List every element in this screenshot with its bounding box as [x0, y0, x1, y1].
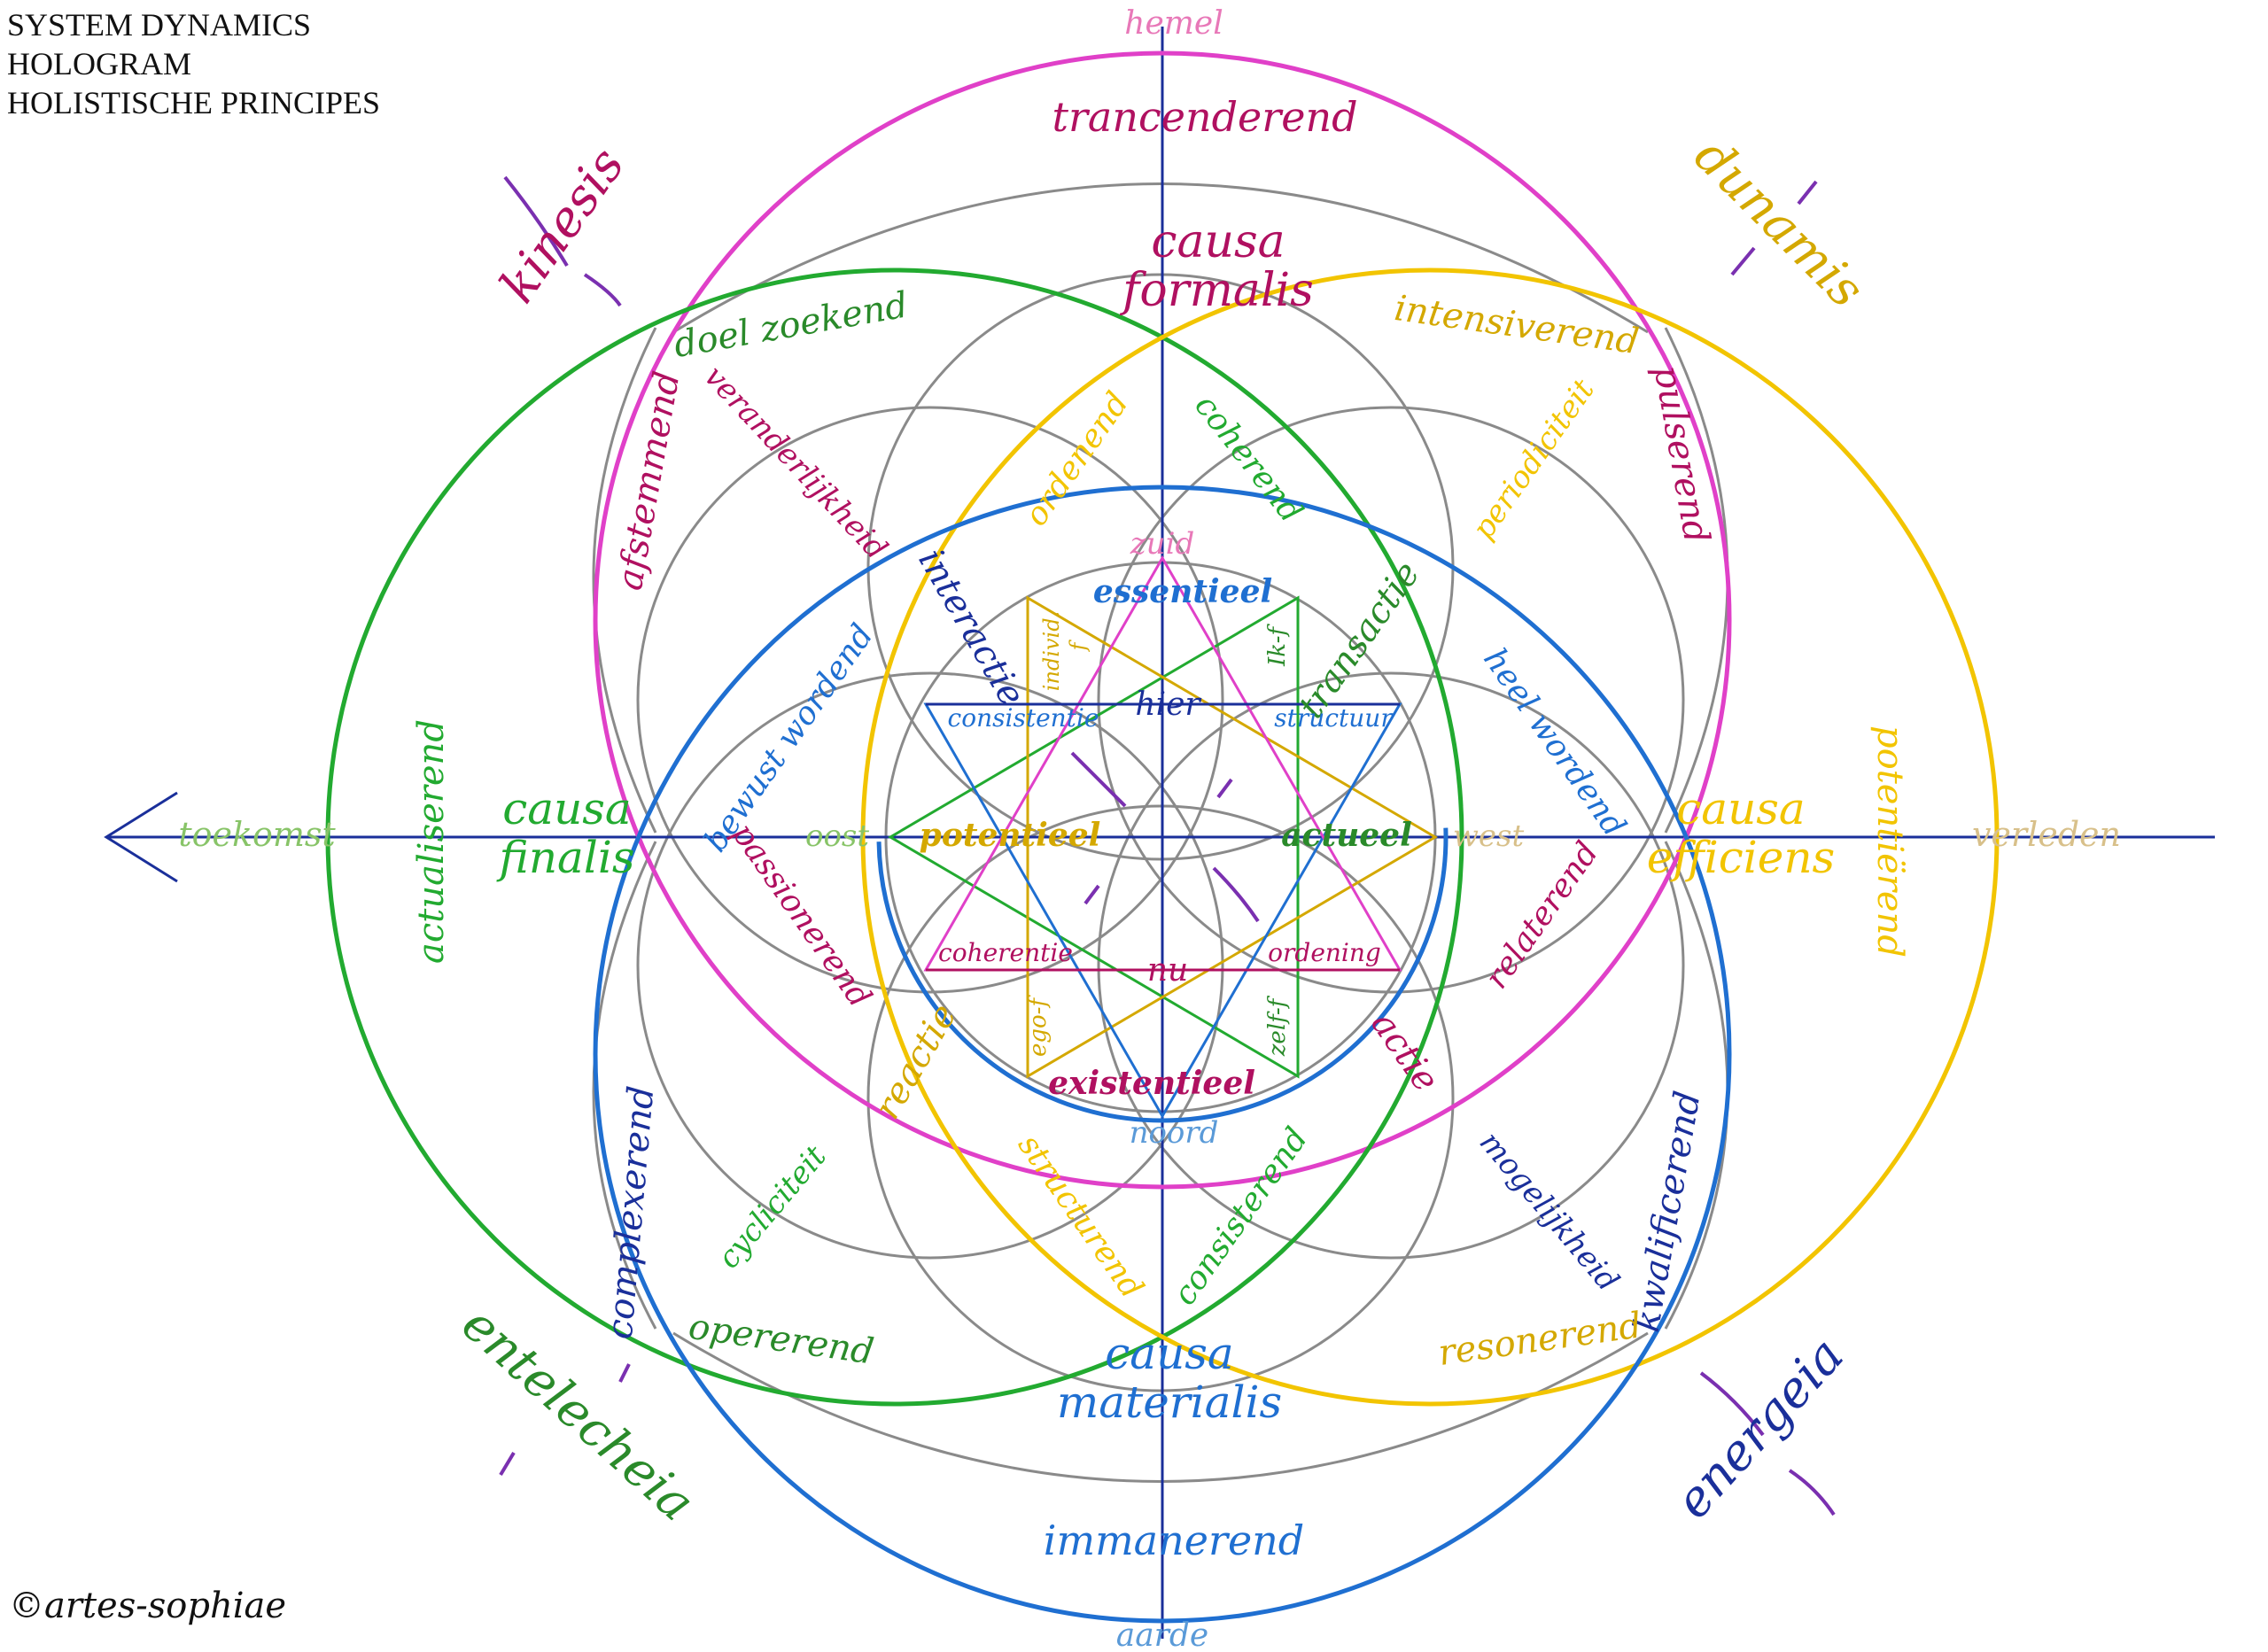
label-coherentie: coherentie — [938, 938, 1073, 967]
label-existentieel: existentieel — [1048, 1065, 1255, 1102]
label-dunamis: dunamis — [1683, 128, 1875, 319]
label-afstemmend: afstemmend — [610, 368, 688, 593]
purple-dashes — [499, 175, 1836, 1516]
label-ego-f: ego-f — [1025, 995, 1052, 1057]
label-resonerend: resonerend — [1436, 1305, 1644, 1374]
blue-inner-circle — [876, 551, 1449, 1123]
dash-dunamis-2 — [1730, 246, 1756, 276]
label-hier: hier — [1135, 686, 1201, 723]
dash-energeia-2 — [1788, 1469, 1836, 1516]
label-causa-materialis-1: causa — [1105, 1328, 1233, 1379]
triangle-green — [888, 595, 1300, 1079]
label-verleden: verleden — [1972, 815, 2121, 854]
title-line-2: HOLOGRAM — [7, 46, 192, 81]
label-potentieel: potentieel — [920, 817, 1101, 854]
label-causa-efficiens-2: efficiens — [1647, 832, 1835, 883]
dash-center-4 — [1084, 884, 1100, 905]
label-coherend: coherend — [1187, 388, 1309, 530]
blue-outer-circle — [593, 485, 1732, 1624]
label-kwalificerend: kwalificerend — [1627, 1088, 1709, 1335]
dash-dunamis-1 — [1797, 180, 1818, 206]
label-oost: oost — [805, 818, 869, 854]
label-consistentie: consistentie — [948, 703, 1099, 733]
label-structuur: structuur — [1274, 703, 1394, 733]
arrow-head-left — [104, 791, 178, 883]
dash-energeia-1 — [1699, 1371, 1765, 1437]
label-causa-formalis-2: formalis — [1119, 264, 1314, 317]
label-interactie: interactie — [910, 542, 1032, 713]
grey-circle-lower-right — [1097, 671, 1685, 1260]
dash-kinesis-1 — [503, 175, 569, 268]
label-ik-f: Ik-f — [1264, 624, 1291, 667]
label-ordening: ordening — [1268, 938, 1381, 967]
grey-arc-left-lower — [592, 841, 657, 1330]
inner-star — [888, 555, 1438, 1120]
grey-circle-lower-left — [636, 671, 1224, 1260]
label-causa-efficiens-1: causa — [1676, 783, 1805, 834]
label-zuid: zuid — [1130, 526, 1194, 562]
magenta-outer-circle — [593, 50, 1732, 1190]
label-ordenend: ordenend — [1018, 385, 1136, 532]
diagram-title-block: SYSTEM DYNAMICS HOLOGRAM HOLISTISCHE PRI… — [7, 5, 380, 122]
label-causa-finalis-1: causa — [502, 783, 631, 834]
label-individ: individ. — [1039, 611, 1064, 691]
label-causa-formalis-1: causa — [1151, 215, 1285, 268]
inner-lens-circles — [876, 551, 1449, 1123]
label-zelf-f: zelf-f — [1264, 995, 1291, 1057]
label-opererend: opererend — [686, 1307, 876, 1373]
grey-circle-upper-right — [1097, 406, 1685, 994]
dash-center-1 — [1070, 751, 1127, 808]
labels: hemel trancenderend causa formalis kines… — [178, 5, 2121, 1652]
grey-arc-left-upper — [592, 327, 657, 834]
label-actualiserend: actualiserend — [411, 719, 452, 964]
label-cycliciteit: cycliciteit — [711, 1139, 833, 1276]
copyright-notice: ©artes-sophiae — [9, 1586, 287, 1626]
label-individ-f: f — [1066, 639, 1091, 652]
label-nu: nu — [1147, 952, 1188, 989]
dash-entelecheia-2 — [499, 1451, 516, 1477]
grey-outer-arc-bottom — [672, 1331, 1649, 1483]
label-structurend: structurend — [1011, 1128, 1150, 1305]
label-potentierend: potentiërend — [1869, 725, 1910, 958]
label-actueel: actueel — [1281, 817, 1412, 854]
title-line-3: HOLISTISCHE PRINCIPES — [7, 85, 381, 120]
label-noord: noord — [1130, 1115, 1219, 1151]
label-energeia: energeia — [1665, 1327, 1855, 1530]
grey-circle-upper-left — [636, 406, 1224, 994]
label-trancenderend: trancenderend — [1052, 93, 1357, 141]
title-line-1: SYSTEM DYNAMICS — [7, 7, 312, 43]
dash-kinesis-2 — [583, 273, 622, 307]
triangle-mustard — [1026, 595, 1438, 1079]
outer-circles — [325, 50, 2000, 1624]
green-outer-circle — [325, 268, 1464, 1407]
label-aarde: aarde — [1116, 1617, 1208, 1652]
label-essentieel: essentieel — [1093, 573, 1272, 610]
label-mogelijkheid: mogelijkheid — [1472, 1125, 1626, 1299]
label-kinesis: kinesis — [489, 137, 636, 313]
label-causa-finalis-2: finalis — [495, 832, 634, 883]
label-periodiciteit: periodiciteit — [1465, 373, 1602, 547]
grey-circle-bottom — [866, 804, 1455, 1392]
label-hemel: hemel — [1124, 5, 1223, 42]
label-toekomst: toekomst — [178, 815, 336, 854]
label-veranderlijkheid: veranderlijkheid — [697, 359, 895, 567]
grey-outer-arc-top — [672, 182, 1649, 334]
label-heel-wordend: heel wordend — [1476, 642, 1632, 844]
axes — [104, 27, 2215, 1639]
label-reactie: reactie — [866, 997, 965, 1127]
label-doel-zoekend: doel zoekend — [671, 284, 911, 366]
dash-center-3 — [1216, 778, 1233, 799]
label-transactie: transactie — [1291, 555, 1428, 726]
dash-entelecheia-1 — [618, 1363, 631, 1383]
label-west: west — [1453, 818, 1525, 854]
label-immanerend: immanerend — [1044, 1516, 1305, 1564]
yellow-outer-circle — [860, 268, 2000, 1407]
label-causa-materialis-2: materialis — [1057, 1377, 1282, 1428]
dash-center-2 — [1212, 866, 1260, 923]
